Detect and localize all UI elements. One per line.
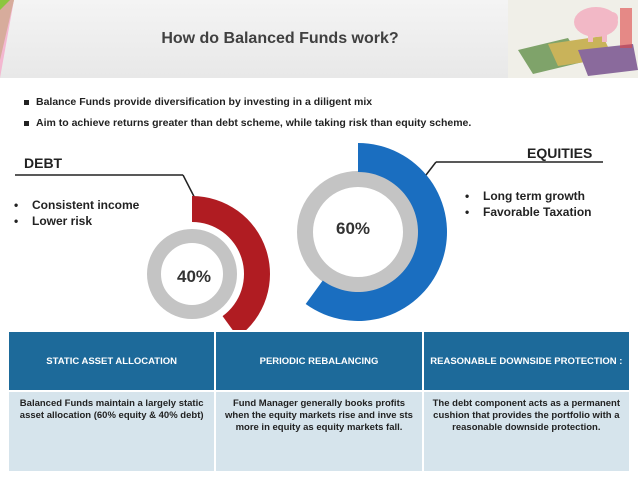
decorative-stripe — [0, 0, 14, 78]
equities-label: EQUITIES — [527, 145, 593, 161]
equities-point: •Favorable Taxation — [465, 205, 592, 219]
debt-arc — [192, 196, 270, 338]
debt-point: •Lower risk — [14, 214, 93, 228]
equities-point: •Long term growth — [465, 189, 585, 203]
equities-arc — [305, 143, 448, 321]
table-header-row: STATIC ASSET ALLOCATION PERIODIC REBALAN… — [6, 330, 632, 392]
slide-title: How do Balanced Funds work? — [161, 30, 399, 47]
table-header: STATIC ASSET ALLOCATION — [6, 330, 217, 392]
square-bullet-icon — [24, 99, 29, 105]
table-cell: Fund Manager generally books profits whe… — [214, 390, 424, 473]
table-header: PERIODIC REBALANCING — [214, 330, 424, 392]
debt-ring-track — [147, 229, 237, 319]
table-row: Balanced Funds maintain a largely static… — [6, 390, 632, 473]
intro-bullet: Aim to achieve returns greater than debt… — [24, 117, 471, 129]
table-cell: Balanced Funds maintain a largely static… — [6, 390, 217, 473]
debt-points: •Consistent income •Lower risk — [14, 198, 139, 230]
table-header: REASONABLE DOWNSIDE PROTECTION : — [421, 330, 632, 392]
intro-bullet: Balance Funds provide diversification by… — [24, 96, 471, 108]
table-cell: The debt component acts as a permanent c… — [421, 390, 632, 473]
fund-features-table: STATIC ASSET ALLOCATION PERIODIC REBALAN… — [6, 330, 632, 473]
intro-bullet-list: Balance Funds provide diversification by… — [24, 96, 471, 138]
equities-ring-track — [297, 171, 419, 293]
money-piggy-bank-image — [508, 0, 638, 78]
debt-label: DEBT — [24, 155, 63, 171]
equities-percent: 60% — [336, 219, 371, 238]
square-bullet-icon — [24, 120, 29, 126]
debt-percent: 40% — [177, 267, 212, 286]
debt-point: •Consistent income — [14, 198, 140, 212]
equities-points: •Long term growth •Favorable Taxation — [465, 189, 591, 221]
